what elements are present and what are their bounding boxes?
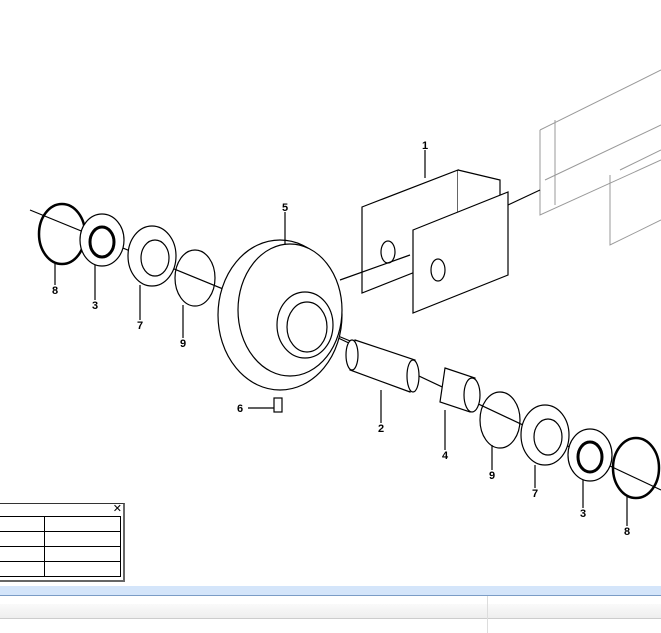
grid-header	[0, 604, 661, 619]
callout-8[interactable]: 8	[52, 285, 58, 297]
callout-3b[interactable]: 3	[580, 508, 586, 520]
table-cell	[44, 516, 121, 532]
callout-5[interactable]: 5	[282, 202, 288, 214]
seal-part-3b	[567, 428, 613, 482]
table-cell	[44, 546, 121, 562]
callout-9b[interactable]: 9	[489, 470, 495, 482]
close-icon[interactable]: ✕	[112, 503, 122, 515]
grease-fitting-part-6	[273, 397, 283, 413]
callout-7[interactable]: 7	[137, 320, 143, 332]
table-row	[0, 561, 121, 577]
callout-2[interactable]: 2	[378, 423, 384, 435]
callout-3[interactable]: 3	[92, 300, 98, 312]
bracket-part-1	[361, 169, 509, 314]
snap-ring-part-9b	[479, 391, 521, 449]
callout-7b[interactable]: 7	[532, 488, 538, 500]
seal-ring-part-8b	[611, 436, 661, 500]
table-cell	[0, 516, 45, 532]
table-cell	[0, 561, 45, 577]
roller-wheel-part-5	[217, 239, 343, 391]
seal-ring-part-8	[37, 202, 87, 266]
callout-9[interactable]: 9	[180, 338, 186, 350]
snap-ring-part-9	[174, 249, 216, 307]
exploded-parts-diagram: 1 5 8 3 7 9 6 2 4 9 7 3 8	[29, 69, 661, 538]
table-cell	[44, 561, 121, 577]
callout-4[interactable]: 4	[442, 450, 449, 462]
seal-part-3	[79, 213, 125, 267]
bushing-part-4	[439, 367, 481, 413]
table-cell	[0, 546, 45, 562]
legend-panel: ✕	[0, 503, 125, 582]
table-row	[0, 516, 121, 532]
table-row	[0, 546, 121, 562]
bearing-part-7	[127, 225, 177, 287]
tab-bar[interactable]	[0, 586, 661, 596]
callout-8b[interactable]: 8	[624, 526, 630, 538]
table-row	[0, 531, 121, 547]
column-divider[interactable]	[487, 596, 488, 633]
callout-1[interactable]: 1	[422, 140, 428, 152]
table-cell	[44, 531, 121, 547]
track-frame	[539, 69, 661, 246]
bearing-part-7b	[520, 404, 570, 466]
table-cell	[0, 531, 45, 547]
legend-table	[0, 516, 121, 577]
pin-part-2	[345, 339, 420, 393]
callout-6[interactable]: 6	[237, 403, 243, 415]
